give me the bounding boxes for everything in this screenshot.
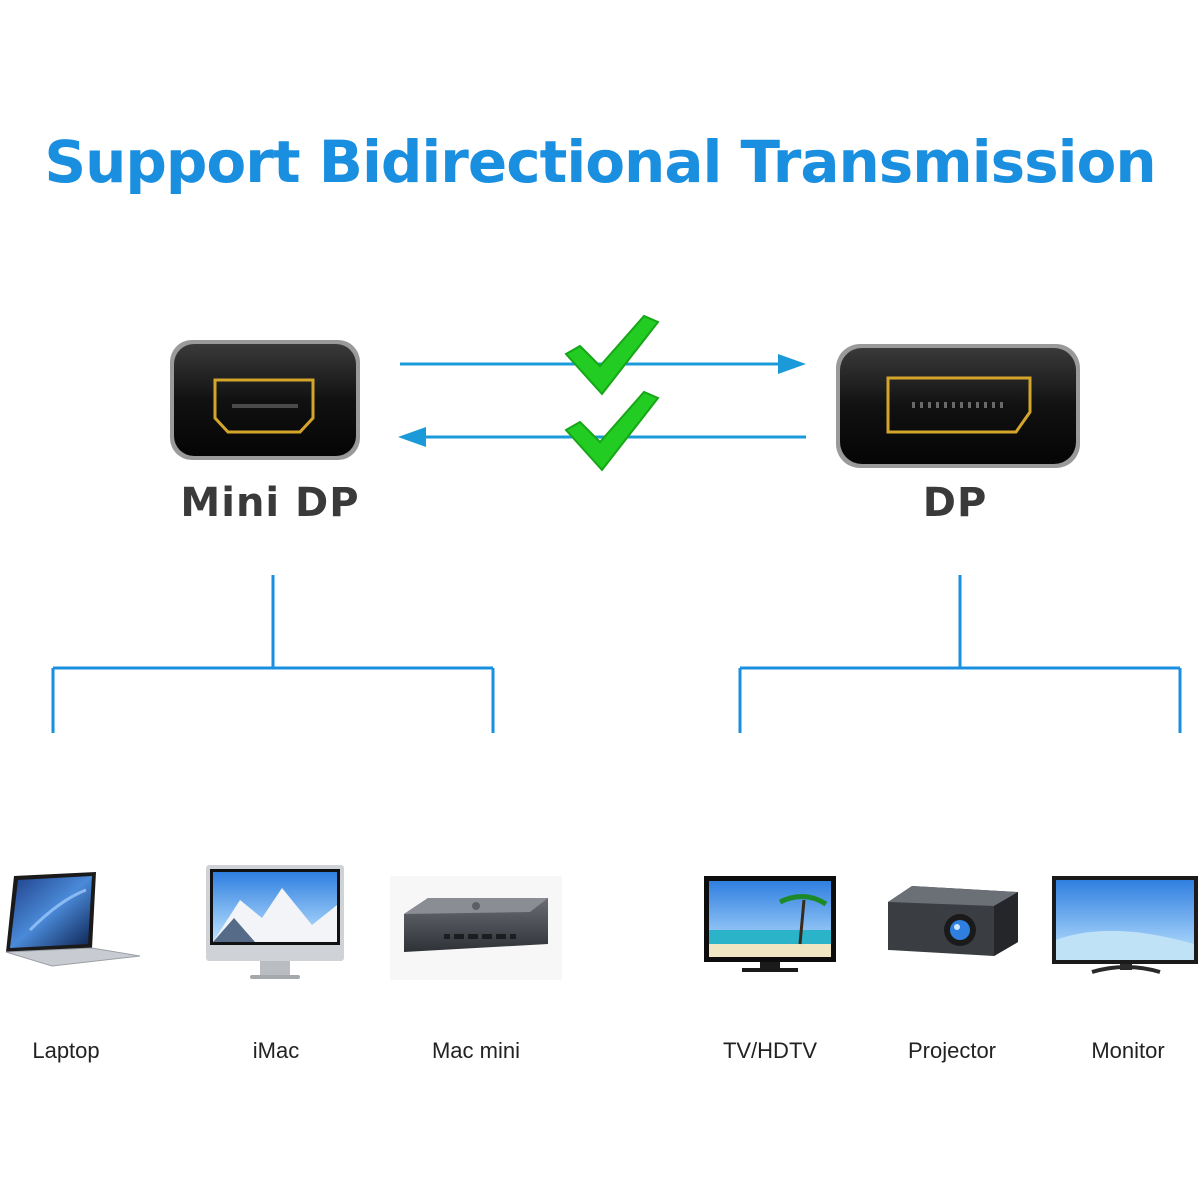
device-label-mac-mini: Mac mini xyxy=(431,1038,520,1063)
device-label-laptop: Laptop xyxy=(32,1038,100,1063)
left-device-tree xyxy=(51,575,495,733)
dp-connector-icon xyxy=(836,344,1080,468)
device-label-tv: TV/HDTV xyxy=(722,1038,818,1063)
page-title: Support Bidirectional Transmission xyxy=(44,128,1156,196)
tv-icon xyxy=(704,876,836,972)
device-label-monitor: Monitor xyxy=(1091,1038,1165,1063)
mini-dp-label: Mini DP xyxy=(180,480,360,526)
imac-icon xyxy=(206,865,344,979)
mac-mini-icon xyxy=(390,876,562,980)
monitor-icon xyxy=(1052,876,1198,974)
check-icon xyxy=(564,314,660,396)
right-device-tree xyxy=(738,575,1182,733)
projector-icon xyxy=(888,886,1018,956)
check-icon xyxy=(564,390,660,472)
dp-label: DP xyxy=(922,480,988,526)
device-label-projector: Projector xyxy=(907,1038,997,1063)
device-label-imac: iMac xyxy=(252,1038,300,1063)
mini-dp-connector-icon xyxy=(170,340,360,460)
laptop-icon xyxy=(5,872,141,967)
